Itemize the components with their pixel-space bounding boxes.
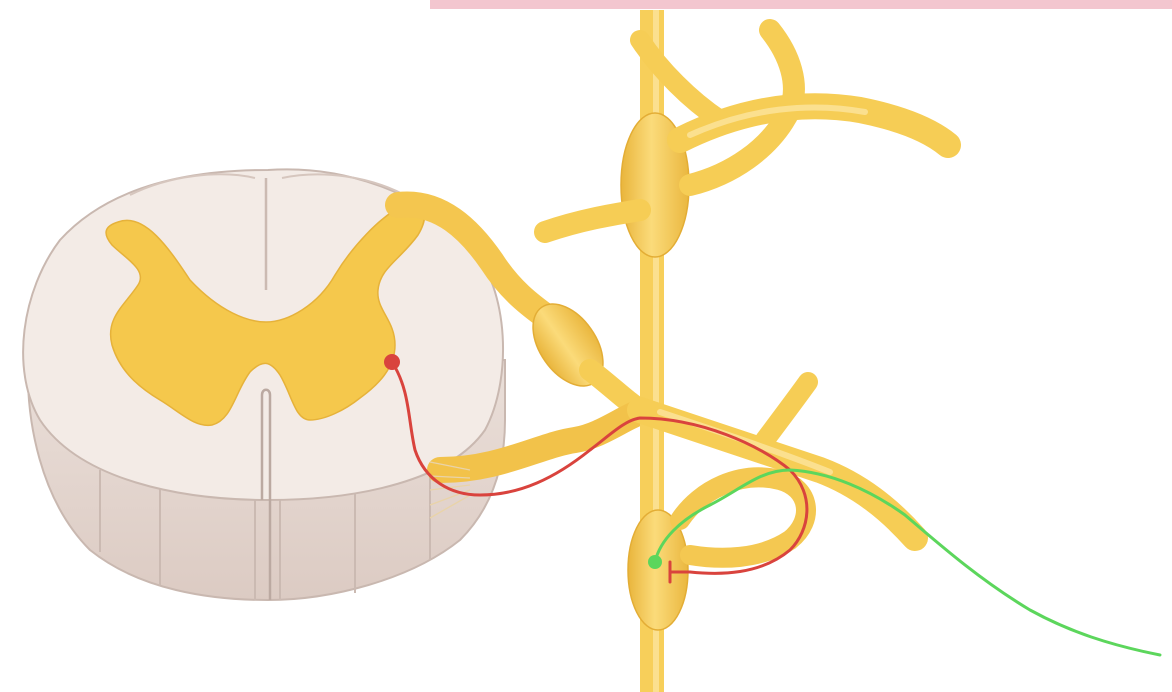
postganglionic-cell-body <box>648 555 662 569</box>
lower-up-branch <box>765 382 808 440</box>
sympathetic-chain <box>621 10 689 692</box>
lower-loop-branch <box>680 477 806 557</box>
upper-branches <box>545 30 948 232</box>
spinal-cord-segment <box>23 169 505 600</box>
upper-left-branch <box>545 210 640 232</box>
preganglionic-cell-body <box>384 354 400 370</box>
